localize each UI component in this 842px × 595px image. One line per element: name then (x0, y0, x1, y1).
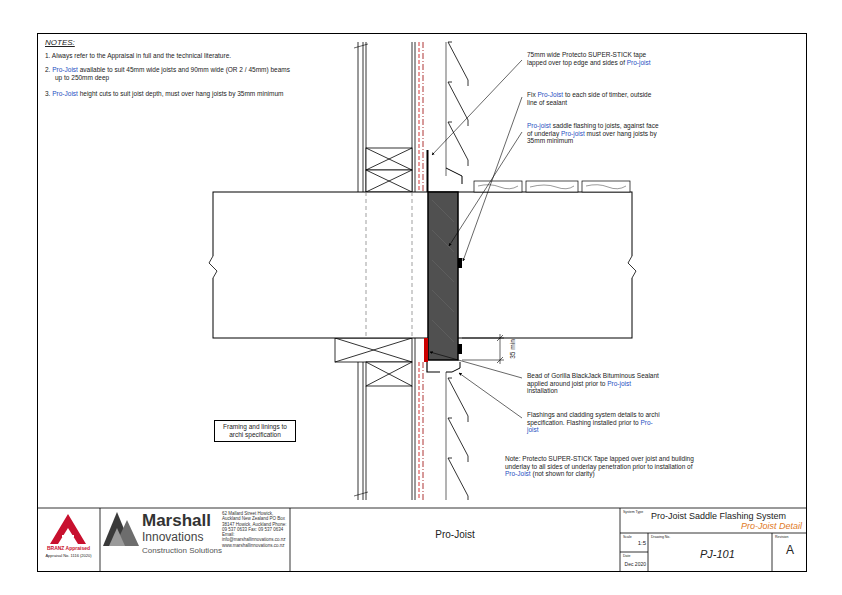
callout: Flashings and cladding system details to… (527, 411, 662, 434)
callout: Pro-joist saddle flashing to joists, aga… (527, 122, 662, 145)
fixing (458, 344, 462, 354)
text-run: 2. (45, 66, 52, 73)
text-run: Note: Protecto SUPER-STICK Tape lapped o… (505, 455, 694, 470)
flashing (446, 362, 460, 372)
text-run: Bead of Gorilla BlackJack Bituminous Sea… (527, 372, 659, 387)
title-block (37, 508, 807, 572)
blocking (335, 338, 412, 386)
fixing (458, 258, 462, 268)
detail-name: Pro-Joist Detail (700, 521, 802, 532)
product-name: Pro-Joist (505, 470, 531, 477)
break-mark (209, 256, 217, 278)
box-text: Framing and linings to archi specificati… (218, 423, 292, 439)
sheet-border (38, 34, 807, 572)
top-plates (366, 148, 412, 192)
sealant-bead (424, 338, 428, 362)
break-mark (628, 256, 636, 278)
flashing (446, 168, 462, 184)
flashing-tail (427, 360, 440, 372)
product-name: Pro-Joist (52, 90, 78, 97)
product-name: Pro-joist (561, 130, 585, 137)
logo-text: BRANZ Appraised (39, 546, 98, 552)
product-name: Pro-Joist (52, 66, 78, 73)
note-box: Framing and linings to archi specificati… (214, 420, 296, 442)
deck-boards (474, 181, 630, 192)
text-run: height cuts to suit joist depth, must ov… (78, 90, 284, 97)
callout: 75mm wide Protecto SUPER-STICK tape lapp… (527, 51, 662, 66)
field-value: Dec 2020 (620, 562, 646, 568)
address: 62 Mallard Street Howick, Auckland New Z… (222, 511, 288, 548)
field-label: Drawing No. (651, 535, 670, 539)
text-run: (not shown for clarity) (531, 470, 595, 477)
note: 1. Always refer to the Appraisal in full… (45, 52, 290, 60)
callout: Bead of Gorilla BlackJack Bituminous Sea… (527, 372, 662, 395)
joist (213, 192, 632, 338)
product-name: Pro-joist (527, 122, 551, 129)
field-label: Date (623, 554, 630, 558)
text-run: 3. (45, 90, 52, 97)
logo-text: Appraisal No. 1116 (2020) (39, 554, 98, 559)
system-name: Pro-Joist Saddle Flashing System (651, 511, 786, 522)
product-name: Pro-joist (607, 380, 631, 387)
drawing-title: Pro-Joist (292, 529, 618, 541)
marshall-logo (103, 512, 139, 546)
field-label: System Type (623, 510, 643, 514)
field-value: 1:5 (622, 540, 646, 547)
company-name: Innovations (142, 530, 203, 544)
text-run: installation (527, 387, 558, 394)
dimension-line (462, 334, 504, 364)
drawing-number: PJ-101 (700, 548, 735, 561)
note: 3. Pro-Joist height cuts to suit joist d… (45, 90, 290, 98)
revision: A (786, 543, 794, 557)
text-run: Flashings and cladding system details to… (527, 411, 660, 426)
product-name: Pro-Joist (537, 91, 563, 98)
tape-upstand (427, 150, 429, 192)
text-run: available to suit 45mm wide joists and 9… (55, 66, 290, 81)
note: Note: Protecto SUPER-STICK Tape lapped o… (505, 455, 700, 478)
leader-lines (430, 60, 522, 418)
callout: Fix Pro-Joist to each side of timber, ou… (527, 91, 662, 106)
notes-heading: NOTES: (45, 38, 125, 47)
hidden-line (366, 192, 412, 338)
product-name: Pro-joist (627, 59, 651, 66)
text-run: Fix (527, 91, 537, 98)
company-name: Marshall (142, 511, 211, 531)
tagline: Construction Solutions (142, 546, 222, 555)
pro-joist-flashing (428, 192, 458, 360)
note: 2. Pro-Joist available to suit 45mm wide… (45, 66, 290, 81)
field-label: Revision (775, 535, 788, 539)
dimension: 35 min (509, 339, 517, 359)
branz-logo (50, 514, 86, 544)
field-label: Scale (623, 535, 632, 539)
